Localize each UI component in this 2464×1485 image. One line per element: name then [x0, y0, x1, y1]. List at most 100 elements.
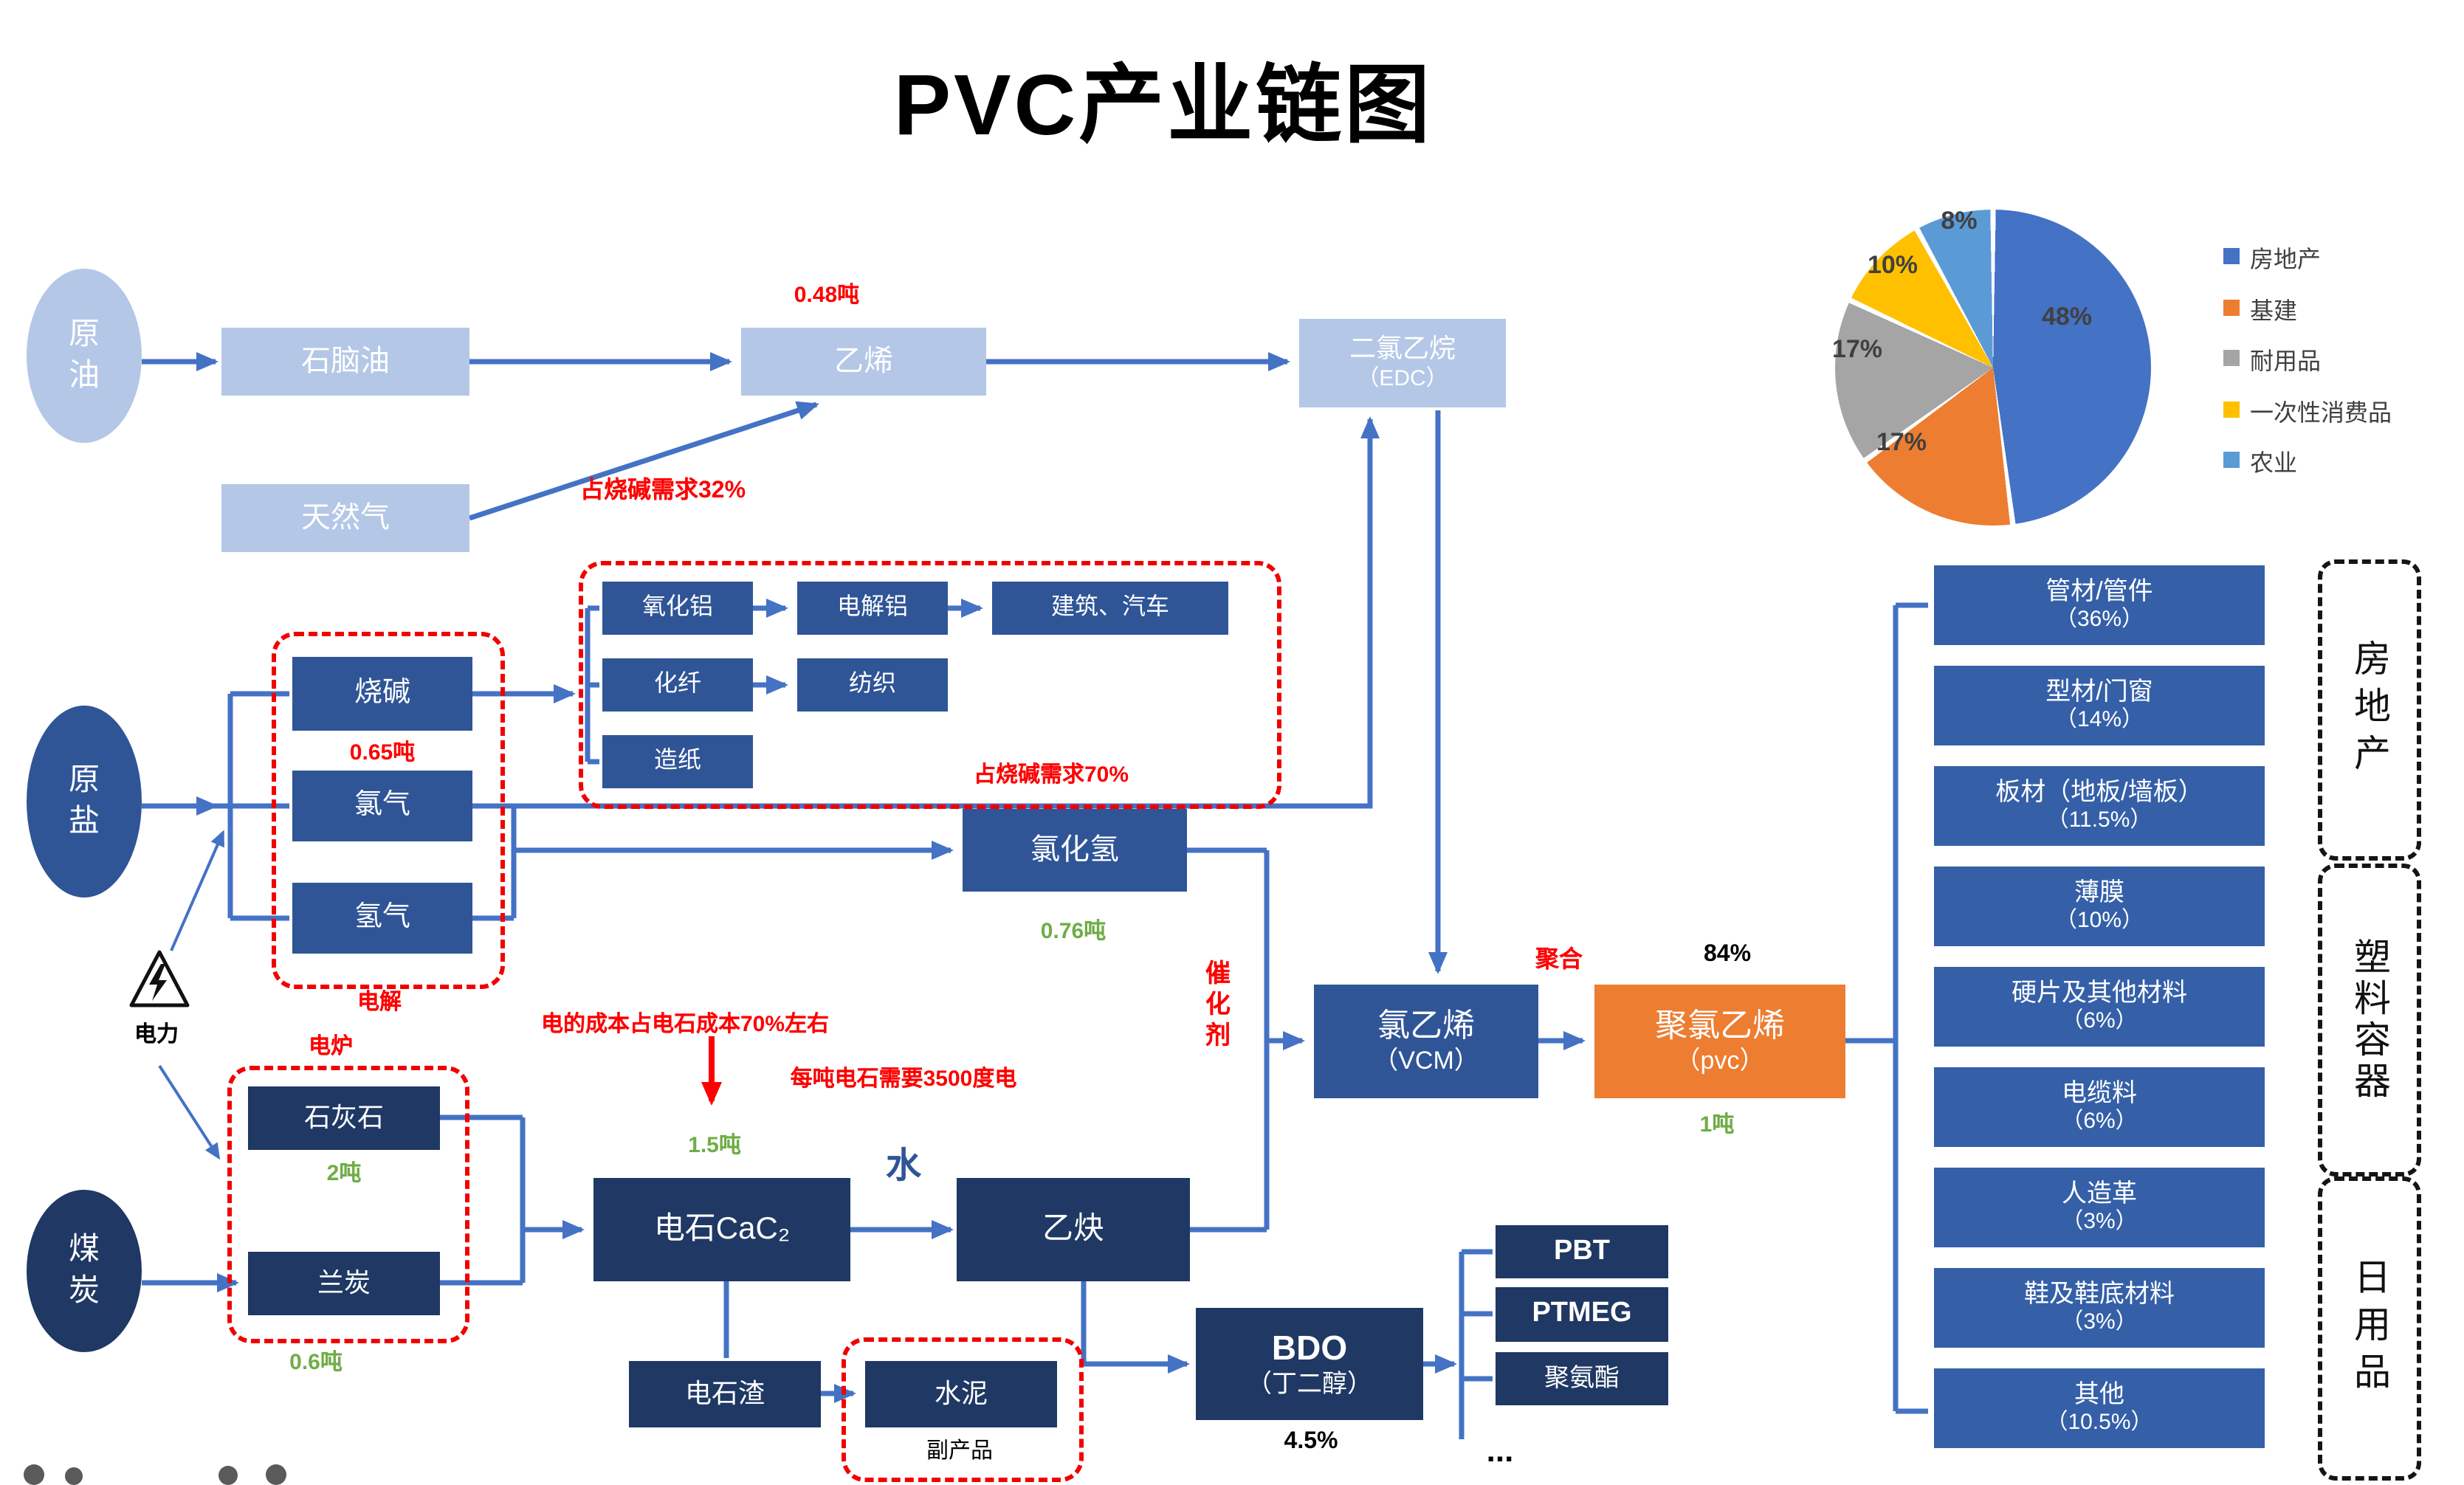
product-label: 电缆料: [2062, 1078, 2137, 1107]
node-electrolytic-aluminum: 电解铝: [797, 582, 948, 635]
node-vcm: 氯乙烯 （VCM）: [1314, 985, 1538, 1098]
catalyst-label: 催化剂: [1201, 959, 1229, 1052]
product-share: （3%）: [2061, 1209, 2138, 1235]
cropped-mark: [65, 1467, 83, 1485]
annotation-more: ...: [1486, 1432, 1514, 1469]
product-box-leather: 人造革 （3%）: [1934, 1168, 2265, 1247]
product-label: 硬片及其他材料: [2012, 978, 2187, 1007]
node-label: 乙烯: [834, 345, 893, 378]
annotation-84pct: 84%: [1703, 942, 1752, 967]
legend-label-disposables: 一次性消费品: [2250, 402, 2392, 427]
product-share: （11.5%）: [2046, 807, 2152, 833]
node-alumina: 氧化铝: [602, 582, 753, 635]
group-label: 塑料容器: [2349, 937, 2390, 1103]
pie-label-48: 48%: [2041, 303, 2093, 331]
annotation-15t: 1.5吨: [688, 1133, 741, 1158]
node-label: 电石CaC₂: [653, 1212, 791, 1247]
node-chemical-fiber: 化纤: [602, 658, 753, 712]
legend-label-infrastructure: 基建: [2250, 300, 2298, 325]
node-label: 煤炭: [68, 1232, 100, 1308]
annotation-048t: 0.48吨: [794, 283, 860, 308]
group-label: 房地产: [2349, 639, 2390, 781]
electrolysis-group-dashed-box: [272, 632, 505, 989]
annotation-polymerization: 聚合: [1535, 948, 1583, 973]
node-crude-oil: 原油: [27, 269, 142, 443]
page-title: PVC产业链图: [893, 58, 1434, 154]
node-label: 兰炭: [317, 1267, 371, 1298]
legend-swatch-durables: [2223, 350, 2240, 366]
pie-label-10: 10%: [1867, 251, 1918, 279]
node-label: 建筑、汽车: [1050, 595, 1169, 621]
annotation-power-per-ton: 每吨电石需要3500度电: [790, 1067, 1017, 1092]
lightning-icon: [129, 950, 190, 1007]
node-carbide-slag: 电石渣: [629, 1361, 821, 1427]
node-acetylene: 乙炔: [957, 1178, 1190, 1281]
node-label: 氯化氢: [1030, 834, 1119, 866]
pie-label-17-durables: 17%: [1831, 335, 1883, 363]
annotation-electrolysis: 电解: [357, 990, 402, 1015]
product-label: 其他: [2074, 1379, 2124, 1408]
node-ptmeg: PTMEG: [1496, 1287, 1668, 1342]
product-box-cable: 电缆料 （6%）: [1934, 1067, 2265, 1147]
node-label: 电解铝: [836, 595, 908, 621]
product-share: （6%）: [2061, 1008, 2138, 1034]
annotation-electric-power: 电力: [134, 1022, 179, 1047]
product-label: 薄膜: [2074, 878, 2124, 906]
product-box-pipes: 管材/管件 （36%）: [1934, 565, 2265, 645]
node-natural-gas: 天然气: [221, 484, 469, 552]
product-share: （3%）: [2061, 1309, 2138, 1335]
group-real-estate: 房地产: [2318, 559, 2421, 861]
product-share: （6%）: [2061, 1109, 2138, 1134]
annotation-2t: 2吨: [326, 1161, 362, 1186]
legend-swatch-disposables: [2223, 402, 2240, 418]
node-label: 氯乙烯: [1377, 1007, 1475, 1044]
node-textile: 纺织: [797, 658, 948, 712]
node-construction-auto: 建筑、汽车: [992, 582, 1228, 635]
node-sublabel: （VCM）: [1373, 1046, 1479, 1074]
caustic-downstream-dashed-box: [579, 561, 1281, 809]
product-share: （10%）: [2054, 908, 2144, 934]
node-hcl: 氯化氢: [963, 809, 1187, 892]
pie-label-8: 8%: [1941, 207, 1978, 235]
product-box-film: 薄膜 （10%）: [1934, 866, 2265, 946]
node-edc: 二氯乙烷 （EDC）: [1299, 319, 1506, 407]
legend-swatch-agriculture: [2223, 452, 2240, 468]
node-label: 造纸: [653, 748, 701, 774]
node-cement: 水泥: [865, 1361, 1057, 1427]
annotation-caustic-32: 占烧碱需求32%: [579, 478, 746, 503]
cropped-mark: [266, 1464, 286, 1485]
product-box-profiles: 型材/门窗 （14%）: [1934, 666, 2265, 745]
annotation-power-cost: 电的成本占电石成本70%左右: [540, 1012, 830, 1037]
legend-label-durables: 耐用品: [2250, 350, 2322, 375]
node-label: 氢气: [354, 901, 410, 933]
product-label: 型材/门窗: [2045, 677, 2153, 706]
annotation-caustic-70: 占烧碱需求70%: [973, 762, 1129, 788]
product-share: （10.5%）: [2045, 1410, 2153, 1436]
node-label: PBT: [1554, 1235, 1610, 1267]
node-sublabel: （EDC）: [1357, 365, 1448, 391]
node-label: 氧化铝: [641, 595, 713, 621]
group-daily-goods: 日用品: [2318, 1176, 2421, 1481]
annotation-byproduct: 副产品: [926, 1439, 994, 1464]
node-carbide: 电石CaC₂: [593, 1178, 850, 1281]
node-label: 聚氨酯: [1544, 1363, 1620, 1392]
cropped-mark: [218, 1466, 238, 1485]
node-pvc: 聚氯乙烯 （pvc）: [1594, 985, 1845, 1098]
product-box-other: 其他 （10.5%）: [1934, 1368, 2265, 1448]
node-coal: 煤炭: [27, 1190, 142, 1352]
group-label: 日用品: [2349, 1258, 2390, 1399]
group-plastic-containers: 塑料容器: [2318, 864, 2421, 1176]
annotation-electric-furnace: 电炉: [308, 1034, 354, 1059]
annotation-1t: 1吨: [1699, 1112, 1735, 1137]
product-box-boards: 板材（地板/墙板） （11.5%）: [1934, 766, 2265, 846]
node-label: 石灰石: [304, 1102, 384, 1132]
product-box-shoes: 鞋及鞋底材料 （3%）: [1934, 1268, 2265, 1348]
product-share: （14%）: [2054, 707, 2144, 733]
node-label: 天然气: [301, 502, 390, 534]
node-label: 水泥: [935, 1378, 988, 1408]
node-pbt: PBT: [1496, 1225, 1668, 1278]
node-raw-salt: 原盐: [27, 706, 142, 897]
node-label: 原油: [68, 317, 100, 393]
